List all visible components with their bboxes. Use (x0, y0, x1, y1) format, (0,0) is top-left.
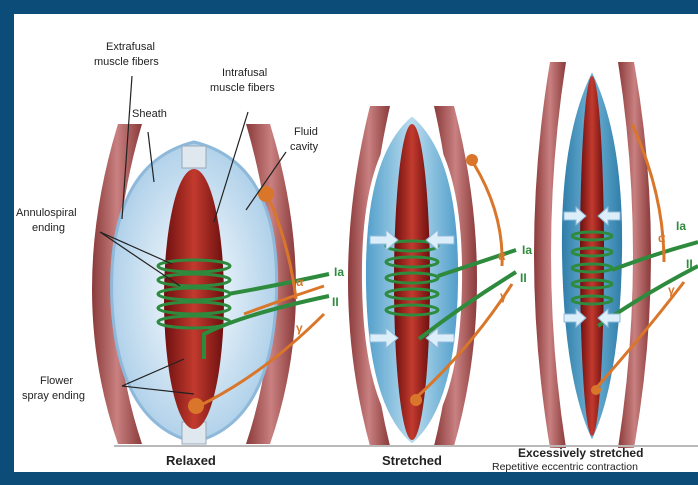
label-intrafusal-2: muscle fibers (210, 82, 275, 94)
flower-spray-ending (188, 398, 204, 414)
label-extrafusal-2: muscle fibers (94, 56, 159, 68)
muscle-spindle-diagram: Extrafusal muscle fibers Sheath Intrafus… (14, 14, 698, 472)
spindle-stretched (348, 106, 516, 446)
label-annulospiral-2: ending (32, 222, 65, 234)
label-nerve-ii-2: II (520, 271, 527, 285)
caption-relaxed: Relaxed (166, 453, 216, 468)
label-nerve-ii-3: II (686, 257, 693, 271)
caption-excessive-sub: Repetitive eccentric contraction (492, 461, 638, 472)
label-fluid-1: Fluid (294, 126, 318, 138)
label-sheath: Sheath (132, 108, 167, 120)
diagram-panel: Extrafusal muscle fibers Sheath Intrafus… (14, 14, 698, 472)
label-nerve-alpha-3: α (658, 231, 666, 245)
label-flower-2: spray ending (22, 390, 85, 402)
label-nerve-gamma-3: γ (668, 283, 675, 297)
caption-excessive: Excessively stretched (518, 446, 643, 460)
flower-spray-ending (591, 385, 601, 395)
label-nerve-ia-1: Ia (334, 265, 344, 279)
spindle-excessive (534, 62, 698, 448)
flower-spray-ending (410, 394, 422, 406)
label-annulospiral-1: Annulospiral (16, 207, 77, 219)
label-nerve-ia-3: Ia (676, 219, 686, 233)
label-flower-1: Flower (40, 375, 73, 387)
label-nerve-gamma-1: γ (296, 321, 303, 335)
caption-stretched: Stretched (382, 453, 442, 468)
label-fluid-2: cavity (290, 141, 319, 153)
label-nerve-ii-1: II (332, 295, 339, 309)
label-nerve-alpha-1: α (296, 275, 304, 289)
spindle-relaxed (92, 124, 329, 444)
label-nerve-alpha-2: α (498, 249, 506, 263)
label-nerve-ia-2: Ia (522, 243, 532, 257)
motor-ending-top (466, 154, 478, 166)
sheath-top (182, 146, 206, 168)
label-extrafusal-1: Extrafusal (106, 41, 155, 53)
label-intrafusal-1: Intrafusal (222, 67, 267, 79)
label-nerve-gamma-2: γ (500, 289, 507, 303)
